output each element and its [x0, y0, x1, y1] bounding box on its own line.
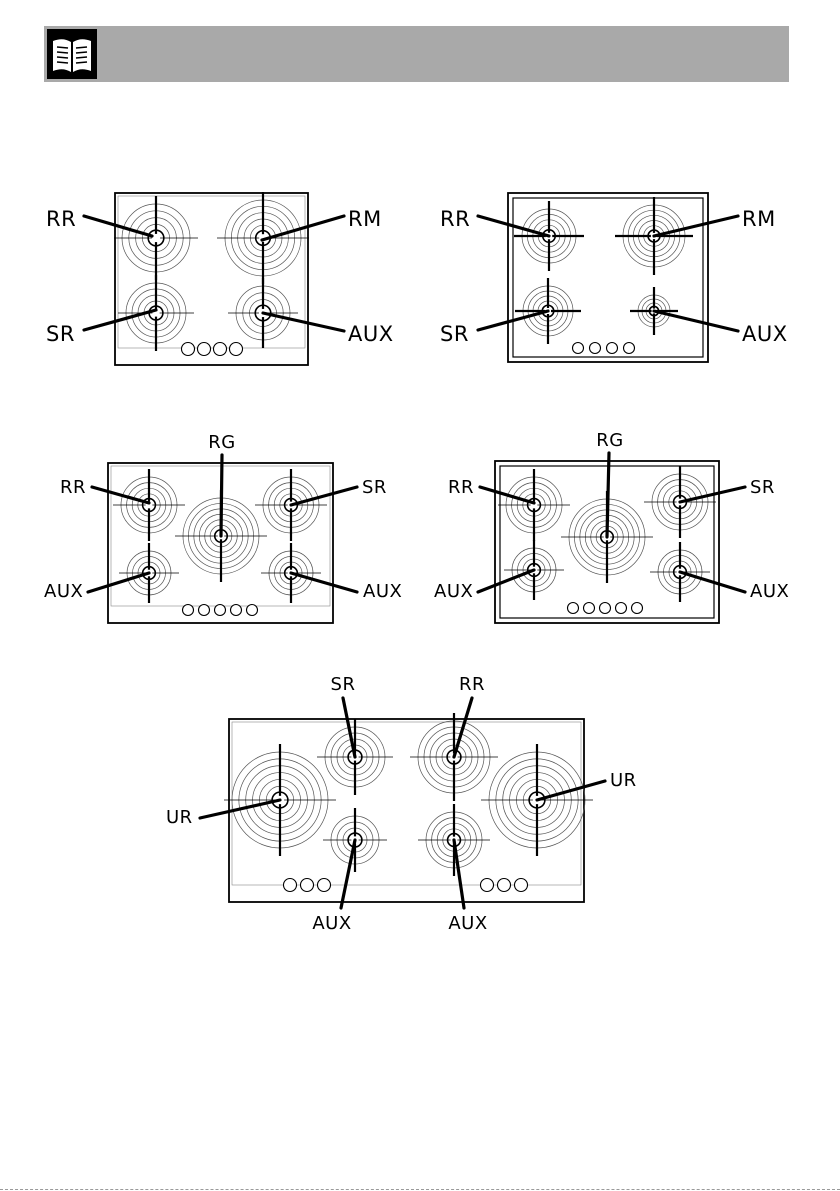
burner-label: SR — [362, 477, 387, 498]
control-knob — [199, 605, 210, 616]
control-knob — [515, 879, 528, 892]
burner-label: AUX — [363, 581, 402, 602]
control-knob — [600, 603, 611, 614]
burner-label: AUX — [348, 322, 394, 346]
control-knob — [318, 879, 331, 892]
control-knob — [568, 603, 579, 614]
burner-label: UR — [166, 807, 193, 828]
burner-label: RM — [742, 207, 776, 231]
hob-outline — [224, 713, 593, 902]
control-knob — [573, 343, 584, 354]
burner-label: RR — [60, 477, 86, 498]
burner-label: RR — [459, 674, 485, 695]
burner-label: SR — [46, 322, 75, 346]
control-knob — [198, 343, 211, 356]
burner-label: RG — [208, 432, 235, 453]
leader-line — [607, 453, 609, 537]
control-knob — [616, 603, 627, 614]
control-knob — [231, 605, 242, 616]
control-knob — [590, 343, 601, 354]
control-knob — [632, 603, 643, 614]
control-knob — [215, 605, 226, 616]
burner-label: AUX — [434, 581, 473, 602]
burner-label: RR — [440, 207, 470, 231]
burner-label: SR — [440, 322, 469, 346]
burner-label: RG — [596, 430, 623, 451]
burner-label: AUX — [448, 913, 487, 934]
burner-label: SR — [331, 674, 356, 695]
control-knob — [214, 343, 227, 356]
control-knob — [481, 879, 494, 892]
hob-outline — [508, 193, 708, 362]
page-bottom-rule — [0, 1189, 840, 1190]
control-knob — [247, 605, 258, 616]
control-knob — [301, 879, 314, 892]
burner-label: AUX — [742, 322, 788, 346]
burner-label: SR — [750, 477, 775, 498]
leader-line — [221, 455, 222, 536]
control-knob — [624, 343, 635, 354]
burner-label: AUX — [750, 581, 789, 602]
burner-label: UR — [610, 770, 637, 791]
control-knob — [498, 879, 511, 892]
control-knob — [182, 343, 195, 356]
burner-label: RR — [448, 477, 474, 498]
control-knob — [284, 879, 297, 892]
control-knob — [584, 603, 595, 614]
burner-label: AUX — [44, 581, 83, 602]
burner-label: RR — [46, 207, 76, 231]
burner-label: RM — [348, 207, 382, 231]
control-knob — [607, 343, 618, 354]
control-knob — [183, 605, 194, 616]
control-knob — [230, 343, 243, 356]
burner-label: AUX — [312, 913, 351, 934]
hob-outline — [114, 192, 309, 365]
